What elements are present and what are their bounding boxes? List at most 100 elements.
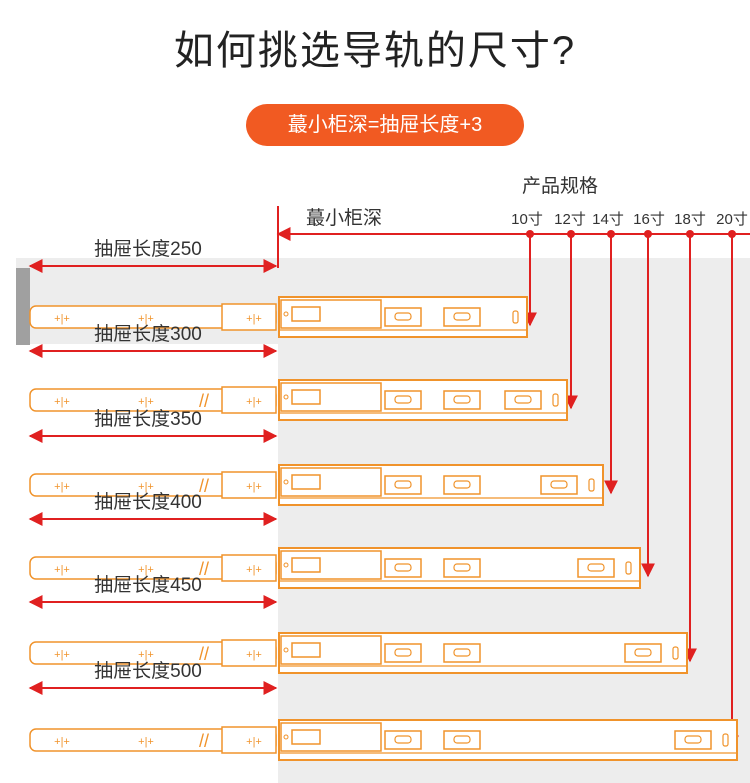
mounting-slot (384, 475, 422, 495)
ball-bearing-cage (280, 722, 382, 752)
rail-screw-mark: +|+ (246, 481, 262, 493)
mounting-slot (624, 643, 662, 663)
mounting-slot-inner (394, 480, 412, 489)
mounting-slot (443, 307, 481, 327)
rail-screw-mark: +|+ (246, 396, 262, 408)
size-label-4: 18寸 (674, 211, 706, 228)
mounting-slot (443, 390, 481, 410)
rail-screw-mark: +|+ (246, 649, 262, 661)
drawer-length-label: 抽屉长度350 (94, 408, 202, 430)
rail-screw-mark: +|+ (54, 396, 70, 408)
page-title: 如何挑选导轨的尺寸? (173, 29, 577, 73)
rail-break-mark: // (199, 559, 209, 579)
rail-hole (283, 734, 289, 740)
drawer-row-2: 抽屉长度350 +|+ +|+ +|+ // (28, 408, 604, 506)
rail-screw-mark: +|+ (138, 564, 154, 576)
mounting-slot (384, 307, 422, 327)
mounting-slot (384, 643, 422, 663)
bearing-block (291, 474, 321, 490)
bearing-block (291, 642, 321, 658)
mounting-slot-inner (453, 563, 471, 572)
rail-screw-mark: +|+ (246, 736, 262, 748)
mounting-slot-inner (453, 648, 471, 657)
rail-end-stop (512, 310, 519, 324)
mounting-slot (443, 475, 481, 495)
rail-end-stop (552, 393, 559, 407)
drawer-row-0: 抽屉长度250 +|+ +|+ +|+ (28, 238, 528, 338)
rail-hole (283, 479, 289, 485)
drawer-row-1: 抽屉长度300 +|+ +|+ +|+ // (28, 323, 568, 421)
rail-screw-mark: +|+ (138, 396, 154, 408)
size-label-3: 16寸 (633, 211, 665, 228)
rail-break-mark: // (199, 644, 209, 664)
rail-screw-mark: +|+ (138, 649, 154, 661)
inner-rail-clip (221, 386, 277, 414)
drawer-length-label: 抽屉长度300 (94, 323, 202, 345)
rail-screw-mark: +|+ (138, 313, 154, 325)
mounting-slot (384, 730, 422, 750)
rail-break-mark: // (199, 476, 209, 496)
mounting-slot-inner (453, 395, 471, 404)
rail-hole (283, 647, 289, 653)
rail-screw-mark: +|+ (246, 564, 262, 576)
ball-bearing-cage (280, 550, 382, 580)
rail-end-stop (588, 478, 595, 492)
drawer-row-5: 抽屉长度500+|++|++|+// (28, 660, 738, 761)
drawer-length-label: 抽屉长度250 (94, 238, 202, 260)
mounting-slot (443, 558, 481, 578)
drawer-length-label: 抽屉长度400 (94, 491, 202, 513)
size-label-1: 12寸 (554, 211, 586, 228)
bearing-block (291, 557, 321, 573)
mounting-slot-inner (453, 312, 471, 321)
inner-rail-clip (221, 471, 277, 499)
rail-screw-mark: +|+ (54, 481, 70, 493)
bearing-block (291, 306, 321, 322)
mounting-slot-inner (453, 735, 471, 744)
mounting-slot-inner (514, 395, 532, 404)
rail-end-stop (672, 646, 679, 660)
rail-end-stop (625, 561, 632, 575)
rail-screw-mark: +|+ (246, 313, 262, 325)
ball-bearing-cage (280, 467, 382, 497)
drawer-row-4: 抽屉长度450 +|+ +|+ +|+ // (28, 574, 688, 674)
mounting-slot-inner (684, 735, 702, 744)
inner-rail-clip (221, 639, 277, 667)
product-spec-label: 产品规格 (522, 175, 598, 197)
size-label-5: 20寸 (716, 211, 748, 228)
drawer-length-label: 抽屉长度450 (94, 574, 202, 596)
ball-bearing-cage (280, 299, 382, 329)
mounting-slot (443, 643, 481, 663)
rail-end-stop (722, 733, 729, 747)
ball-bearing-cage (280, 382, 382, 412)
mounting-slot (384, 558, 422, 578)
rail-screw-mark: +|+ (54, 564, 70, 576)
rail-screw-mark: +|+ (54, 313, 70, 325)
size-label-2: 14寸 (592, 211, 624, 228)
mounting-slot-inner (587, 563, 605, 572)
cabinet-wall (16, 268, 30, 345)
mounting-slot (577, 558, 615, 578)
drawer-length-label: 抽屉长度500 (94, 660, 202, 682)
mounting-slot (540, 475, 578, 495)
size-label-0: 10寸 (511, 211, 543, 228)
inner-rail-clip (221, 554, 277, 582)
rail-hole (283, 562, 289, 568)
mounting-slot-inner (453, 480, 471, 489)
bearing-block (291, 729, 321, 745)
mounting-slot-inner (394, 312, 412, 321)
inner-rail-clip (221, 303, 277, 331)
mounting-slot (384, 390, 422, 410)
mounting-slot (443, 730, 481, 750)
formula-badge: 蕞小柜深=抽屉长度+3 (246, 104, 524, 146)
rail-break-mark: // (199, 391, 209, 411)
rail-hole (283, 394, 289, 400)
rail-screw-mark: +|+ (54, 649, 70, 661)
rail-break-mark: // (199, 731, 209, 751)
rail-hole (283, 311, 289, 317)
rail-screw-mark: +|+ (138, 481, 154, 493)
mounting-slot-inner (394, 648, 412, 657)
bearing-block (291, 389, 321, 405)
mounting-slot (674, 730, 712, 750)
mounting-slot-inner (634, 648, 652, 657)
mounting-slot-inner (394, 395, 412, 404)
